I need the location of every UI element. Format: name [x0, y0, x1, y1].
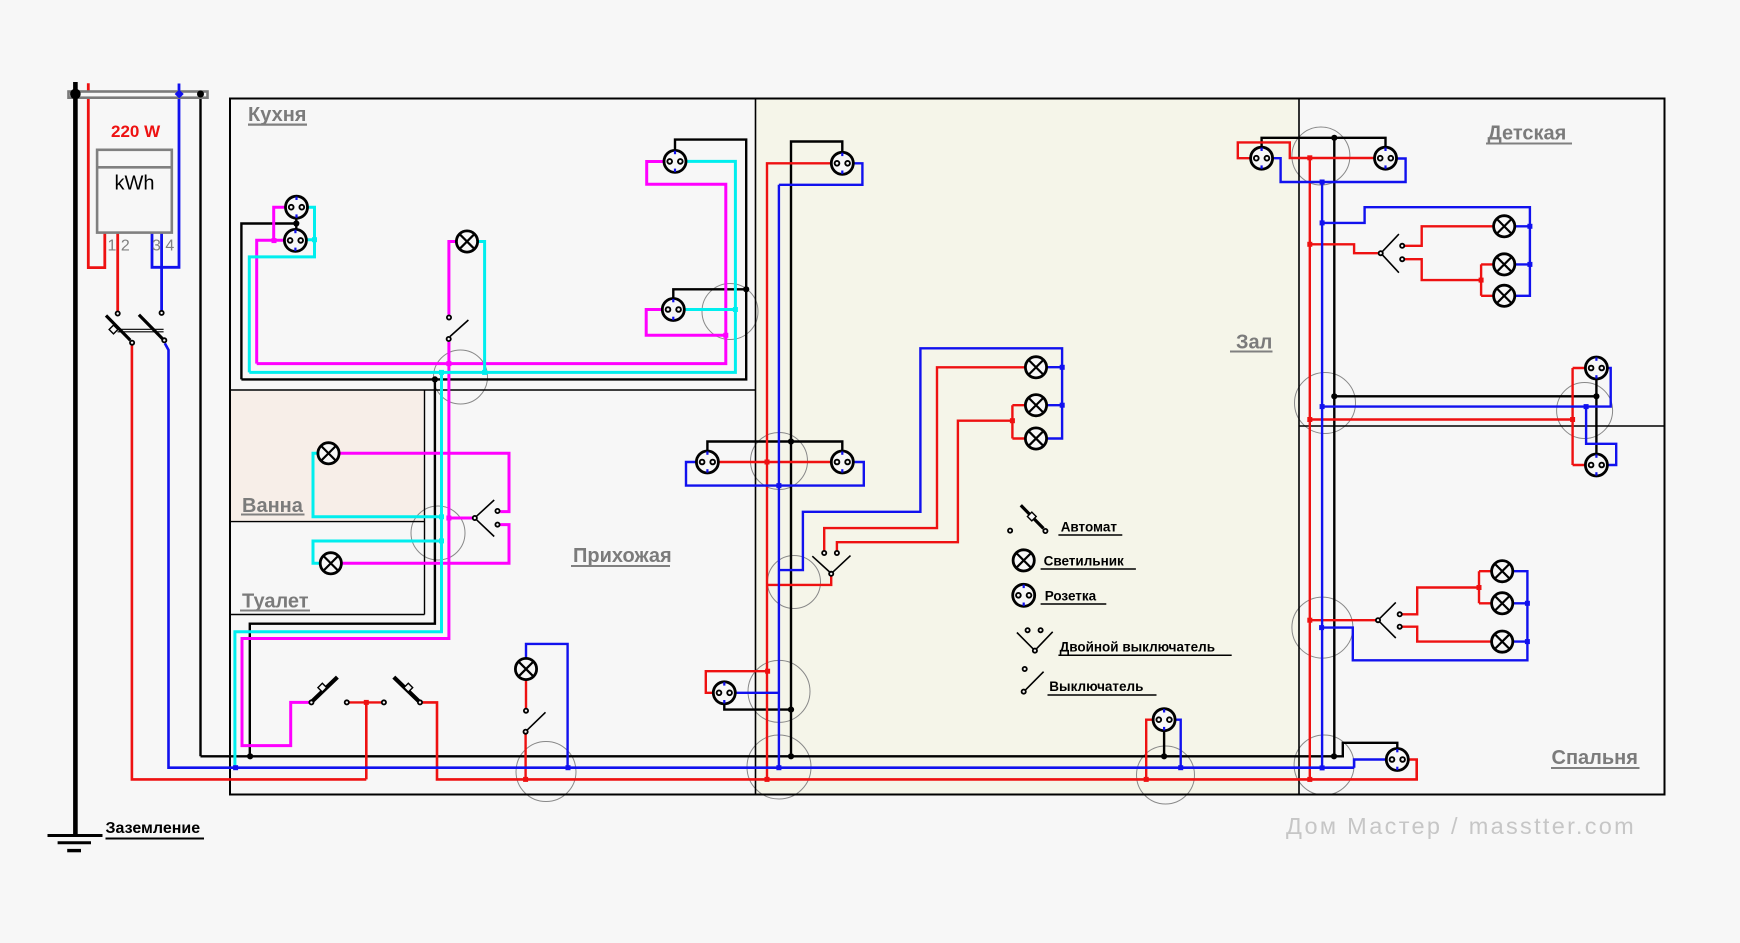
- svg-text:Дом Мастер / masstter.com: Дом Мастер / masstter.com: [1286, 813, 1636, 839]
- svg-text:3 4: 3 4: [152, 238, 174, 255]
- svg-text:Выключатель: Выключатель: [1049, 679, 1143, 694]
- svg-text:Ванна: Ванна: [242, 495, 304, 517]
- svg-text:Спальня: Спальня: [1552, 747, 1638, 769]
- svg-text:Розетка: Розетка: [1045, 589, 1097, 604]
- svg-text:Зал: Зал: [1236, 332, 1272, 354]
- svg-text:Заземление: Заземление: [106, 820, 201, 837]
- svg-text:Кухня: Кухня: [248, 104, 306, 126]
- svg-text:Туалет: Туалет: [242, 591, 309, 613]
- svg-text:Детская: Детская: [1488, 123, 1567, 145]
- svg-text:kWh: kWh: [115, 173, 155, 195]
- svg-text:Светильник: Светильник: [1044, 554, 1124, 569]
- svg-text:1 2: 1 2: [108, 238, 130, 255]
- svg-text:Автомат: Автомат: [1061, 520, 1118, 535]
- svg-text:Двойной выключатель: Двойной выключатель: [1060, 640, 1215, 655]
- svg-text:Прихожая: Прихожая: [573, 545, 672, 567]
- svg-text:220 W: 220 W: [111, 122, 161, 141]
